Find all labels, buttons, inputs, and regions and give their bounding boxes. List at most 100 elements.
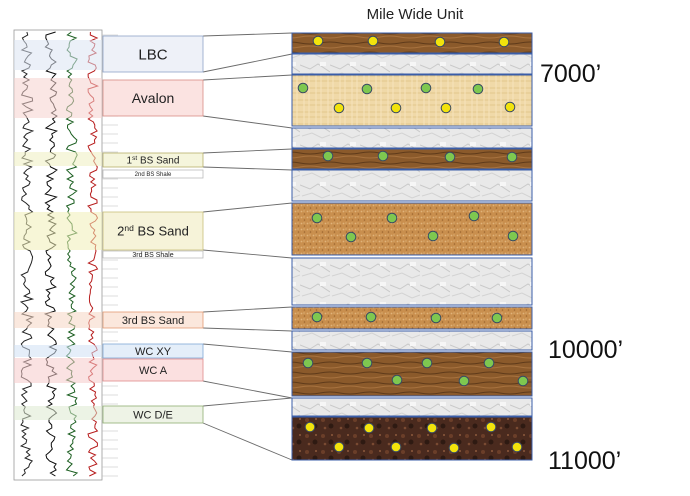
- connector-lines: [202, 32, 293, 461]
- zone-box-lbc: [102, 35, 204, 73]
- log-zone-band: [14, 212, 102, 250]
- green-dot: [468, 210, 480, 222]
- yellow-dot: [448, 442, 460, 454]
- log-zone-band: [14, 78, 102, 118]
- layer-lime: [291, 257, 533, 306]
- green-dot: [506, 151, 518, 163]
- log-zone-band: [14, 345, 102, 357]
- log-zone-band: [14, 40, 102, 70]
- green-dot: [386, 212, 398, 224]
- green-dot: [311, 311, 323, 323]
- connector-line: [202, 249, 293, 259]
- zone-label-wcde: WC D/E: [133, 409, 173, 421]
- yellow-dot: [367, 35, 379, 47]
- green-dot: [322, 150, 334, 162]
- depth-label-11000: 11000’: [548, 447, 622, 475]
- green-dot: [427, 230, 439, 242]
- green-dot: [421, 357, 433, 369]
- connector-line: [202, 148, 293, 154]
- yellow-dot: [426, 422, 438, 434]
- layer-lime: [291, 397, 533, 417]
- layer-lime: [291, 330, 533, 351]
- green-dot: [345, 231, 357, 243]
- zone-box-wcde: [102, 405, 204, 424]
- connector-line: [202, 380, 293, 399]
- zone-label-avalon: Avalon: [132, 90, 175, 106]
- green-dot: [491, 312, 503, 324]
- layer-wood: [291, 32, 533, 54]
- well-log-strip: [13, 29, 118, 481]
- connector-line: [202, 306, 293, 313]
- layer-lime: [291, 127, 533, 149]
- yellow-dot: [363, 422, 375, 434]
- connector-line: [202, 32, 293, 37]
- zone-box-bs2shale: [102, 169, 204, 179]
- zone-label-bs3shale: 3rd BS Shale: [132, 252, 173, 259]
- green-dot: [517, 375, 529, 387]
- green-dot: [365, 311, 377, 323]
- connector-line: [202, 53, 293, 73]
- zone-box-bs3shale: [102, 250, 204, 259]
- depth-label-7000: 7000’: [540, 60, 602, 88]
- zone-box-bs3: [102, 311, 204, 329]
- green-dot: [302, 357, 314, 369]
- layer-granite: [291, 416, 533, 461]
- yellow-dot: [485, 421, 497, 433]
- yellow-dot: [504, 101, 516, 113]
- zone-box-wcxy: [102, 343, 204, 359]
- zone-label-bs1: 1st BS Sand: [127, 155, 180, 167]
- zone-label-wca: WC A: [139, 365, 168, 377]
- connector-line: [202, 397, 293, 407]
- layer-wood: [291, 351, 533, 397]
- connector-line: [202, 202, 293, 213]
- connector-line: [202, 74, 293, 81]
- log-zone-band: [14, 152, 102, 166]
- connector-line: [202, 166, 293, 171]
- green-dot: [430, 312, 442, 324]
- green-dot: [391, 374, 403, 386]
- green-dot: [444, 151, 456, 163]
- green-dot: [297, 82, 309, 94]
- layer-sand: [291, 202, 533, 256]
- green-dot: [420, 82, 432, 94]
- layer-wood: [291, 148, 533, 170]
- connector-line: [202, 422, 293, 461]
- connector-line: [202, 343, 293, 353]
- connector-line: [202, 115, 293, 129]
- connector-line: [202, 327, 293, 332]
- yellow-dot: [304, 421, 316, 433]
- log-zone-band: [14, 406, 102, 420]
- green-dot: [361, 357, 373, 369]
- zone-label-lbc: LBC: [138, 46, 167, 63]
- log-zone-band: [14, 312, 102, 328]
- zone-box-wca: [102, 358, 204, 382]
- yellow-dot: [333, 441, 345, 453]
- zone-label-wcxy: WC XY: [135, 346, 172, 358]
- diagram-title: Mile Wide Unit: [366, 6, 464, 23]
- zone-label-bs3: 3rd BS Sand: [122, 315, 184, 327]
- green-dot: [377, 150, 389, 162]
- lithology-column: [291, 32, 533, 461]
- layer-lime: [291, 169, 533, 202]
- yellow-dot: [333, 102, 345, 114]
- zone-box-avalon: [102, 79, 204, 117]
- green-dot: [483, 357, 495, 369]
- zone-box-bs1: [102, 152, 204, 168]
- green-dot: [458, 375, 470, 387]
- yellow-dot: [440, 102, 452, 114]
- layer-papyrus: [291, 74, 533, 127]
- yellow-dot: [390, 102, 402, 114]
- depth-label-10000: 10000’: [548, 336, 624, 364]
- layer-sand: [291, 306, 533, 330]
- zone-label-bs2: 2nd BS Sand: [117, 223, 189, 239]
- green-dot: [507, 230, 519, 242]
- yellow-dot: [390, 441, 402, 453]
- yellow-dot: [498, 36, 510, 48]
- layer-lime: [291, 53, 533, 75]
- zone-box-bs2: [102, 211, 204, 251]
- zone-label-bs2shale: 2nd BS Shale: [135, 172, 172, 178]
- yellow-dot: [312, 35, 324, 47]
- yellow-dot: [434, 36, 446, 48]
- zone-label-boxes: LBC Avalon 1st BS Sand 2nd BS Shale 2nd BS S…: [102, 35, 204, 424]
